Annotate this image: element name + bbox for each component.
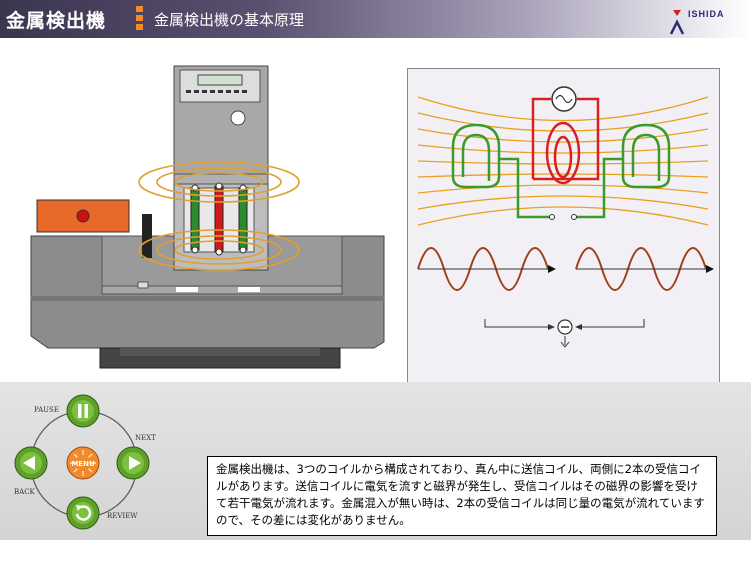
title-separator (136, 6, 143, 32)
menu-button[interactable]: MENU (66, 446, 100, 480)
review-label: REVIEW (107, 512, 138, 520)
ac-source-icon (551, 86, 577, 112)
principle-diagram (407, 68, 720, 402)
header-bar: 金属検出機 金属検出機の基本原理 (0, 0, 751, 38)
menu-label: MENU (71, 460, 95, 468)
back-button[interactable] (14, 446, 48, 480)
next-icon (116, 446, 150, 480)
metal-detector-illustration (30, 65, 385, 369)
logo-text: ISHIDA (688, 9, 725, 19)
minus-icon (557, 319, 573, 335)
ishida-logo: ISHIDA (668, 6, 748, 38)
next-button[interactable] (116, 446, 150, 480)
description-text: 金属検出機は、3つのコイルから構成されており、真ん中に送信コイル、両側に2本の受… (207, 456, 717, 536)
page-subtitle: 金属検出機の基本原理 (154, 11, 305, 29)
review-button[interactable] (66, 496, 100, 530)
page-title: 金属検出機 (6, 10, 107, 32)
pause-button[interactable] (66, 394, 100, 428)
menu-icon: MENU (66, 446, 100, 480)
pause-icon (66, 394, 100, 428)
review-icon (66, 496, 100, 530)
back-label: BACK (14, 488, 35, 496)
next-label: NEXT (135, 434, 156, 442)
pause-label: PAUSE (34, 406, 59, 414)
back-icon (14, 446, 48, 480)
logo-mark-icon (669, 10, 685, 35)
navigation-control: PAUSE NEXT BACK REVIEW (0, 388, 180, 538)
